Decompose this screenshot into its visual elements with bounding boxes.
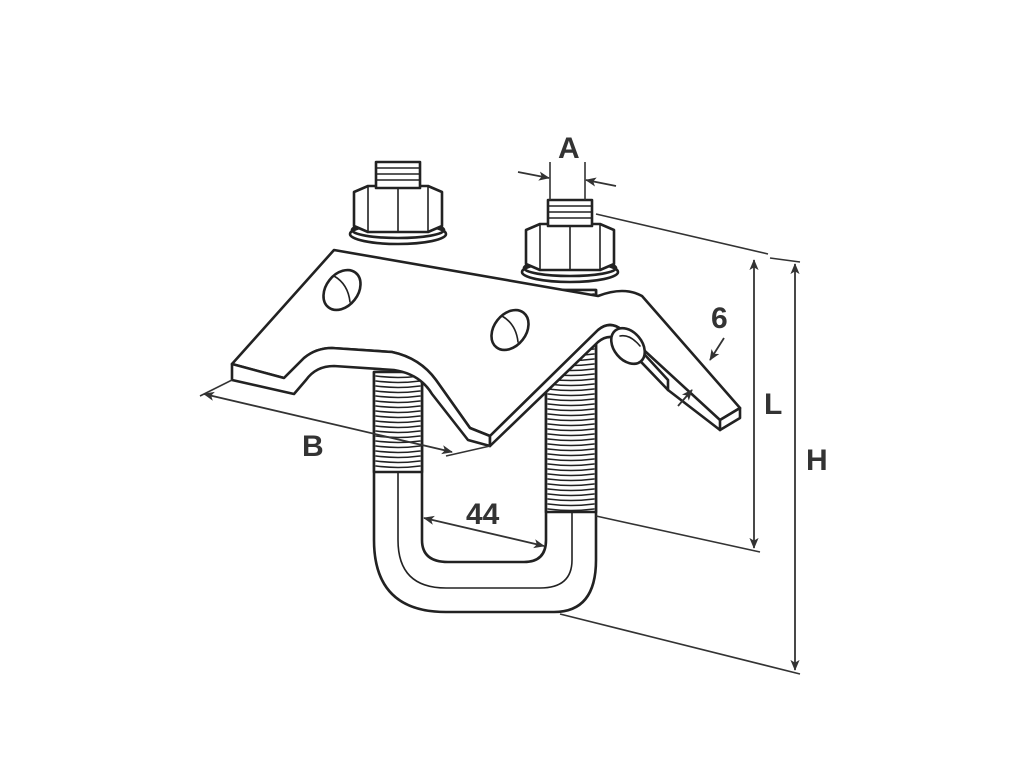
thread-line	[547, 433, 595, 437]
dimension-b	[199, 379, 491, 457]
thread-line	[375, 460, 421, 464]
right-nut	[520, 198, 620, 284]
dimension-a	[517, 162, 617, 200]
thread-line	[547, 473, 595, 477]
thread-line	[547, 448, 595, 452]
left-nut	[348, 160, 448, 246]
thread-line	[547, 443, 595, 447]
thread-line	[375, 385, 421, 389]
thread-line	[547, 418, 595, 422]
dimension-44	[423, 515, 545, 549]
dimension-h	[559, 257, 801, 675]
saddle-plate	[230, 248, 742, 448]
thread-line	[375, 465, 421, 469]
thread-line	[547, 463, 595, 467]
thread-line	[547, 498, 595, 502]
dimension-l	[595, 213, 769, 553]
thread-line	[547, 403, 595, 407]
thread-line	[375, 455, 421, 459]
thread-line	[547, 458, 595, 462]
thread-line	[547, 508, 595, 512]
dimension-six	[677, 337, 725, 407]
thread-line	[547, 453, 595, 457]
thread-line	[547, 493, 595, 497]
thread-line	[547, 468, 595, 472]
label-b: B	[302, 430, 324, 463]
label-a: A	[558, 132, 580, 165]
thread-line	[547, 428, 595, 432]
thread-line	[547, 488, 595, 492]
thread-line	[547, 423, 595, 427]
thread-line	[547, 478, 595, 482]
thread-line	[547, 438, 595, 442]
thread-line	[547, 388, 595, 392]
thread-line	[547, 503, 595, 507]
thread-line	[547, 408, 595, 412]
thread-line	[547, 413, 595, 417]
left-thread	[372, 370, 424, 474]
label-forty-four: 44	[466, 498, 500, 531]
label-h: H	[806, 444, 828, 477]
thread-line	[547, 398, 595, 402]
label-l: L	[764, 388, 782, 421]
thread-line	[547, 393, 595, 397]
thread-line	[375, 380, 421, 384]
label-six: 6	[711, 302, 728, 335]
thread-line	[547, 483, 595, 487]
